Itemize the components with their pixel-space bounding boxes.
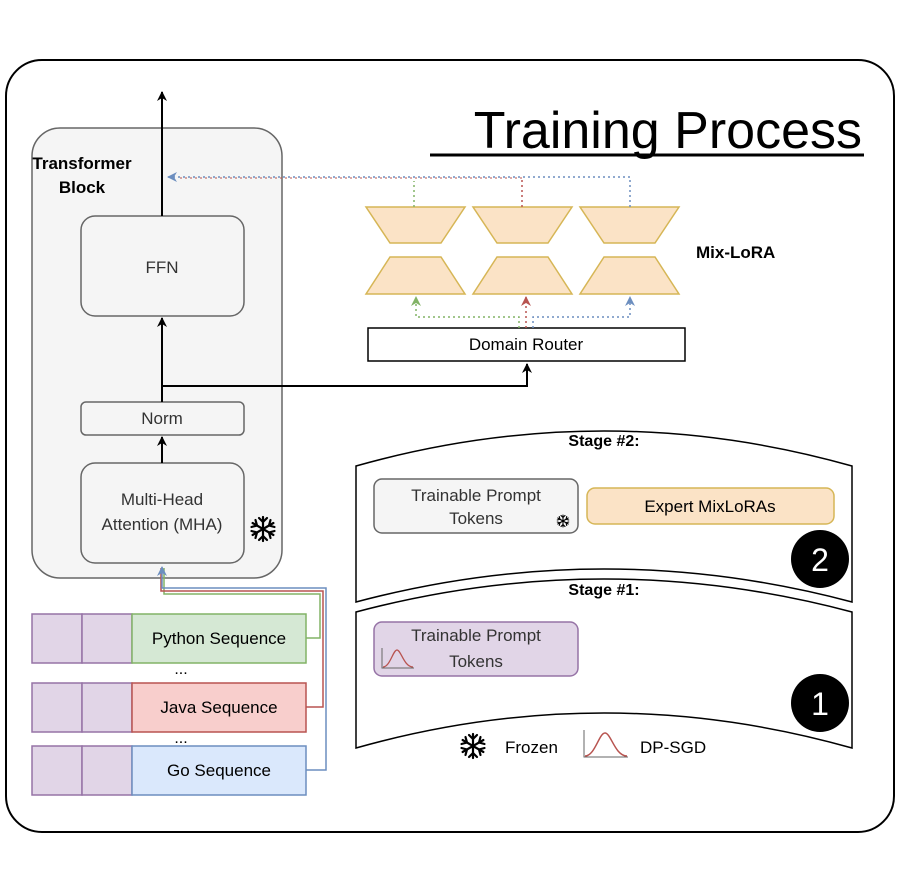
legend-dpsgd-icon bbox=[583, 730, 628, 758]
stage1-badge-number: 1 bbox=[811, 686, 829, 722]
stage2-expert-mixloras bbox=[586, 487, 835, 525]
lora-expert-2 bbox=[471, 206, 574, 295]
stage1-prompt-line1: Trainable Prompt bbox=[411, 626, 541, 645]
stage1-prompt-tokens bbox=[373, 621, 579, 677]
stage1-dpsgd-icon bbox=[381, 648, 414, 669]
router-to-lora-blue bbox=[532, 296, 635, 328]
stage2-prompt-line1: Trainable Prompt bbox=[411, 486, 541, 505]
domain-router bbox=[367, 327, 686, 362]
java-sequence-label: Java Sequence bbox=[160, 698, 277, 717]
router-to-lora-green bbox=[411, 296, 520, 328]
lora-expert-3 bbox=[578, 206, 681, 295]
stage2-prompt-tokens bbox=[373, 478, 579, 534]
mha-label-line2: Attention (MHA) bbox=[102, 515, 223, 534]
python-sequence-label: Python Sequence bbox=[152, 629, 286, 648]
mixlora-label: Mix-LoRA bbox=[696, 243, 775, 262]
stage1-prompt-line2: Tokens bbox=[449, 652, 503, 671]
python-sequence: Python Sequence bbox=[31, 613, 307, 664]
sequence-ellipsis-2: ... bbox=[174, 730, 187, 747]
go-to-mha bbox=[157, 566, 327, 771]
go-sequence-label: Go Sequence bbox=[167, 761, 271, 780]
java-to-mha bbox=[160, 568, 324, 708]
mha-box bbox=[80, 462, 245, 564]
transformer-label-line2: Block bbox=[59, 178, 106, 197]
domain-router-label: Domain Router bbox=[469, 335, 584, 354]
stage1-title: Stage #1: bbox=[568, 582, 639, 599]
java-sequence: Java Sequence bbox=[31, 682, 307, 733]
go-sequence: Go Sequence bbox=[31, 745, 307, 796]
python-to-mha bbox=[163, 568, 321, 639]
norm-label: Norm bbox=[141, 409, 183, 428]
sequence-ellipsis-1: ... bbox=[174, 661, 187, 678]
legend-dpsgd-label: DP-SGD bbox=[640, 738, 706, 757]
lora-out-blue bbox=[167, 172, 631, 207]
arrow-to-router bbox=[162, 363, 532, 387]
stage2-title: Stage #2: bbox=[568, 433, 639, 450]
ffn-label: FFN bbox=[145, 258, 178, 277]
diagram-title: Training Process bbox=[474, 102, 862, 160]
stage2-expert-label: Expert MixLoRAs bbox=[644, 497, 775, 516]
stage1-badge bbox=[791, 674, 849, 732]
legend-frozen-label: Frozen bbox=[505, 738, 558, 757]
transformer-label-line1: Transformer bbox=[32, 154, 132, 173]
stage2-prompt-line2: Tokens bbox=[449, 509, 503, 528]
mha-label-line1: Multi-Head bbox=[121, 490, 203, 509]
lora-expert-1 bbox=[364, 206, 467, 295]
stage2-badge-number: 2 bbox=[811, 542, 829, 578]
stage2-badge bbox=[791, 530, 849, 588]
